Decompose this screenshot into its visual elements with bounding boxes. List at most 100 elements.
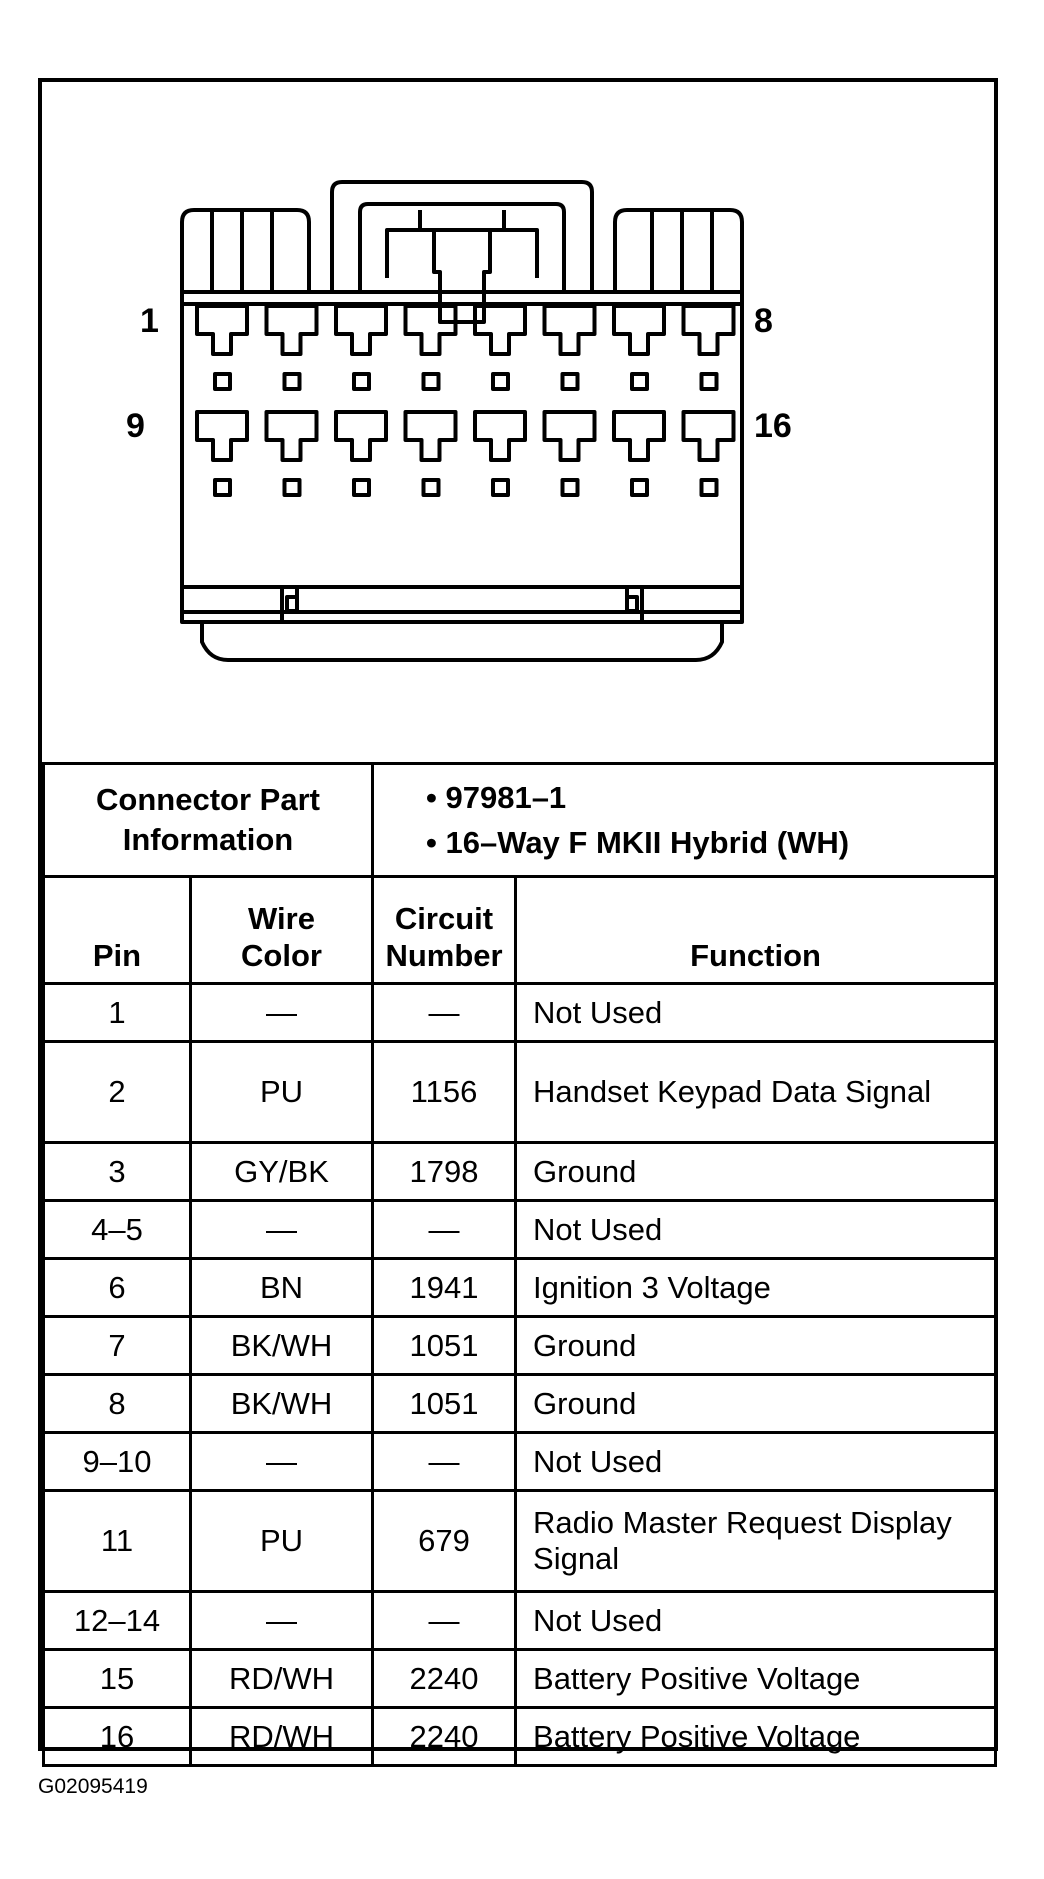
connector-info-table: Connector Part Information • 97981–1 • 1… [41,762,998,1767]
part-label-line1: Connector Part [96,782,320,817]
pin-cell: 1 [42,982,192,1043]
pin-cell: 15 [42,1648,192,1709]
pin-cavity [264,304,319,356]
wire-color-cell: RD/WH [188,1706,375,1767]
terminal-window [699,478,719,497]
function-cell: Battery Positive Voltage [514,1648,998,1709]
terminal-window [491,478,510,497]
table-row: 9–10——Not Used [42,1431,998,1492]
connector-type: 16–Way F MKII Hybrid (WH) [445,825,850,860]
column-header-function: Function [514,875,998,985]
pin-cavity [542,304,597,356]
pin-cell: 12–14 [42,1590,192,1651]
terminal-window [630,372,649,391]
circuit-number-cell: 1941 [371,1257,518,1318]
wire-color-cell: — [188,982,375,1043]
wire-color-cell: — [188,1590,375,1651]
terminal-window [630,478,649,497]
pin-cavity [473,410,527,462]
pin-cell: 11 [42,1489,192,1593]
circuit-number-cell: 1156 [371,1040,518,1144]
wire-color-cell: PU [188,1489,375,1593]
circuit-number-cell: 1798 [371,1141,518,1202]
pin-cavity [264,410,319,462]
pin-cavity [334,304,388,356]
pin-cavity [473,304,527,356]
connector-diagram: 1 8 9 16 [42,82,994,762]
terminal-window [421,478,441,497]
circuit-number-cell: 1051 [371,1315,518,1376]
part-number-bullet: • 97981–1 [426,780,567,815]
function-cell: Battery Positive Voltage [514,1706,998,1767]
terminal-window [352,372,371,391]
pin-cavity [334,410,388,462]
pin-cavity [403,410,458,462]
table-row: 4–5——Not Used [42,1199,998,1260]
pin-cell: 16 [42,1706,192,1767]
terminal-window [491,372,510,391]
wire-color-cell: — [188,1431,375,1492]
wire-color-cell: PU [188,1040,375,1144]
terminal-window [282,372,302,391]
wire-color-cell: RD/WH [188,1648,375,1709]
pin-cell: 9–10 [42,1431,192,1492]
circuit-number-cell: 679 [371,1489,518,1593]
function-cell: Not Used [514,1590,998,1651]
pin-cavity [542,410,597,462]
function-cell: Handset Keypad Data Signal [514,1040,998,1144]
function-cell: Not Used [514,1199,998,1260]
table-row: 1——Not Used [42,982,998,1043]
wire-color-cell: BK/WH [188,1315,375,1376]
function-cell: Not Used [514,1431,998,1492]
connector-part-info-label: Connector Part Information [41,762,375,878]
terminal-window [560,478,580,497]
pin-cavity [195,304,249,356]
wire-color-cell: BK/WH [188,1373,375,1434]
circuit-number-cell: 1051 [371,1373,518,1434]
column-header-pin: Pin [42,875,192,985]
terminal-window [421,372,441,391]
part-number: 97981–1 [445,780,567,815]
pin-label-16: 16 [754,407,792,445]
wire-color-cell: BN [188,1257,375,1318]
pin-label-8: 8 [754,302,773,340]
figure-id: G02095419 [38,1775,148,1798]
wire-color-cell: — [188,1199,375,1260]
pin-cavity [612,410,666,462]
connector-type-bullet: • 16–Way F MKII Hybrid (WH) [426,825,850,860]
part-label-line2: Information [122,822,294,857]
circuit-number-cell: — [371,1199,518,1260]
pin-cell: 2 [42,1040,192,1144]
terminal-window [213,478,232,497]
terminal-window [560,372,580,391]
wire-color-cell: GY/BK [188,1141,375,1202]
pin-cavity [681,304,736,356]
pin-cavity [195,410,249,462]
circuit-number-cell: 2240 [371,1648,518,1709]
pin-label-1: 1 [140,302,159,340]
terminal-window [352,478,371,497]
circuit-number-cell: — [371,1431,518,1492]
connector-face-drawing: 1 8 9 16 [126,180,792,662]
pin-cell: 6 [42,1257,192,1318]
pin-cavity [612,304,666,356]
table-row: 12–14——Not Used [42,1590,998,1651]
function-cell: Radio Master Request Display Signal [514,1489,998,1593]
function-cell: Ignition 3 Voltage [514,1257,998,1318]
terminal-window [282,478,302,497]
function-cell: Ground [514,1373,998,1434]
circuit-number-cell: — [371,1590,518,1651]
function-cell: Ground [514,1141,998,1202]
diagram-frame: 1 8 9 16 Connector Part Information • 97… [38,78,998,1767]
